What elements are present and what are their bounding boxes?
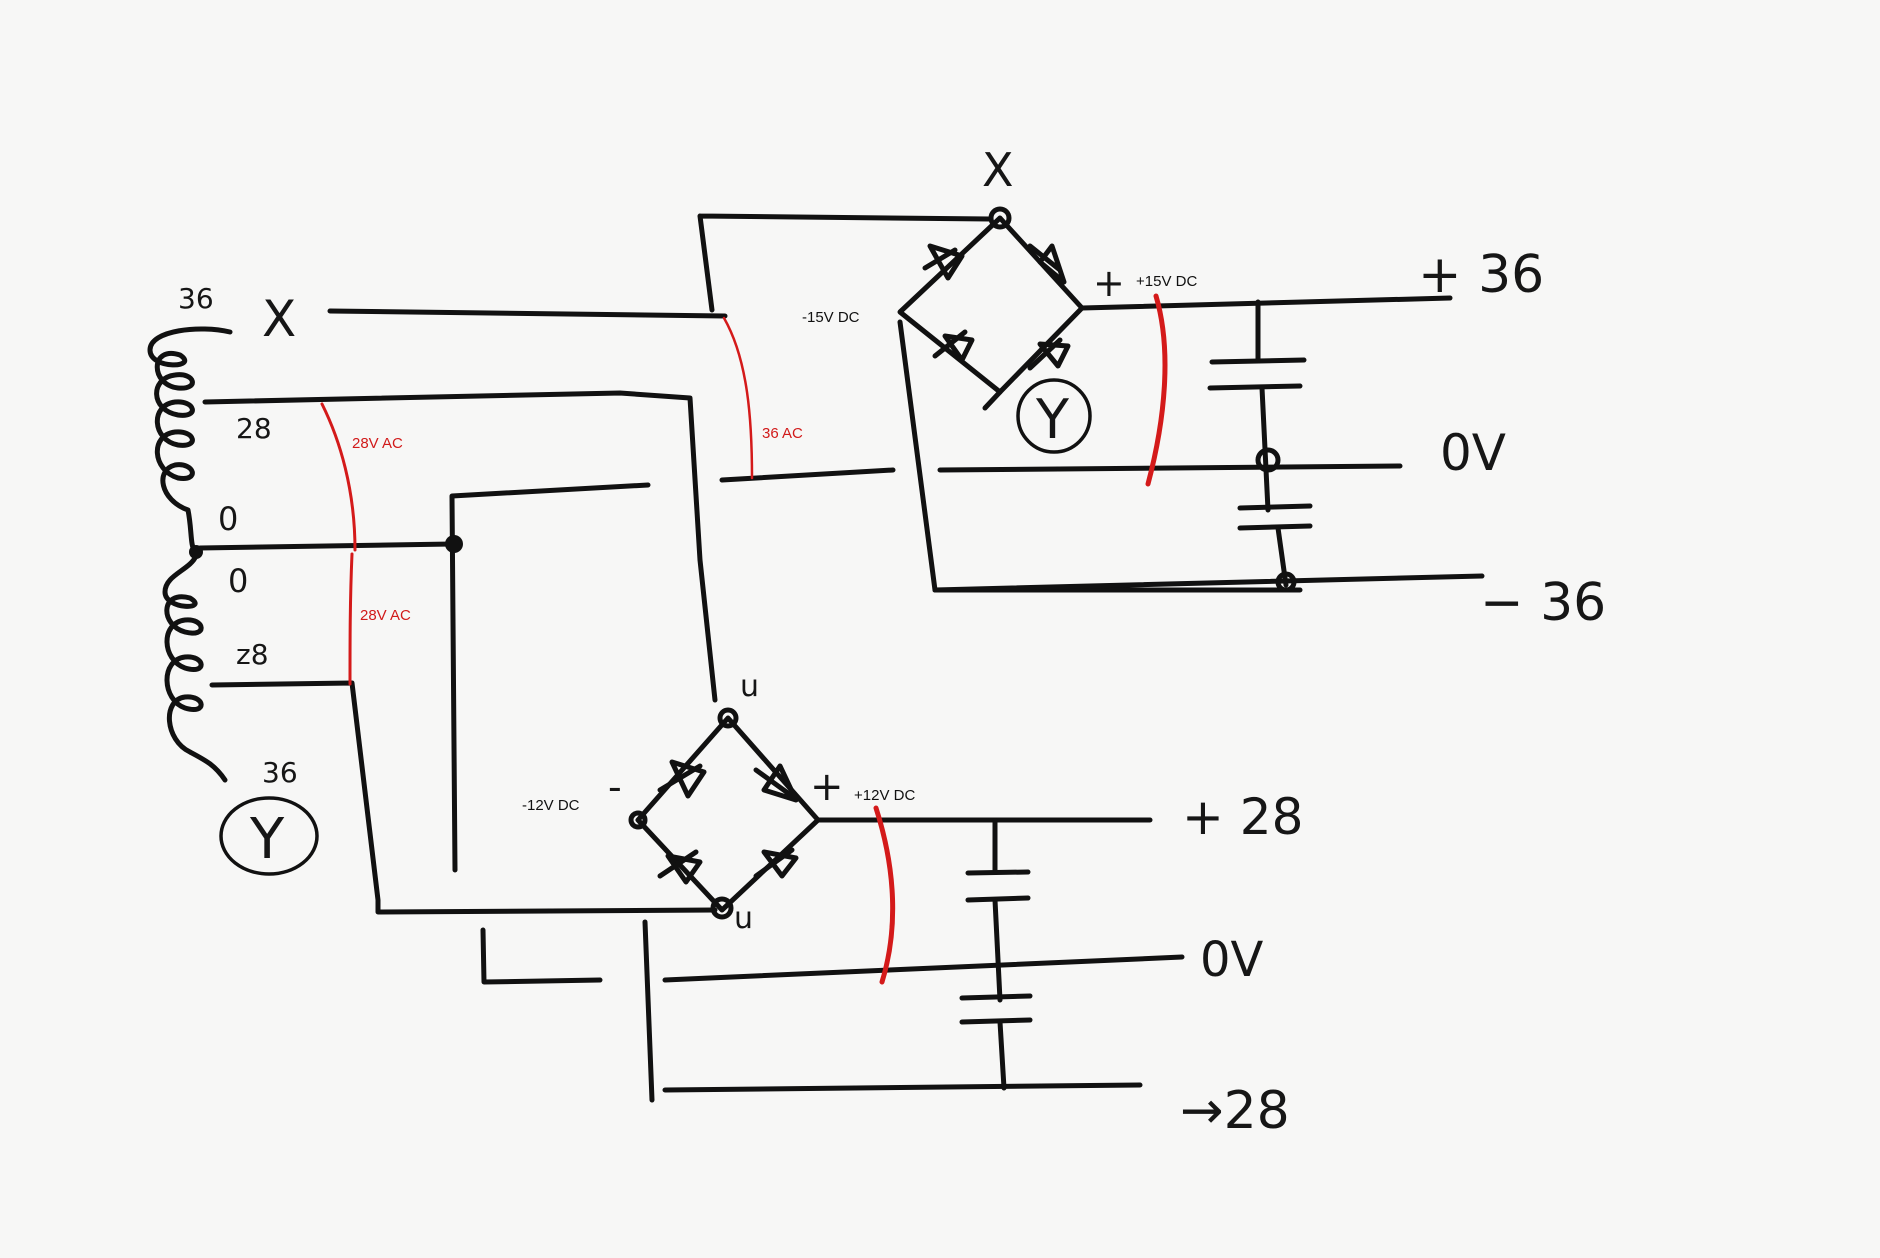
lower-bridge-rectifier: u u - + <box>608 669 1185 1093</box>
wire-lower-left-bracket <box>480 927 603 985</box>
transformer-coil-lower <box>162 553 228 783</box>
lower-diode-1 <box>657 759 707 799</box>
upper-circled-label: Y <box>1035 388 1070 451</box>
wire-36v-tap <box>327 308 728 319</box>
junction-dot-0v <box>445 535 463 553</box>
label-plus-15v-dc: +15V DC <box>1136 273 1197 290</box>
upper-cap-2 <box>1237 503 1313 531</box>
annotation-28v-ac-lower: 28V AC <box>360 607 411 624</box>
tap-label-lower-z8: z8 <box>236 638 269 671</box>
output-labels: + 36 0V − 36 + 28 0V →28 <box>1180 245 1606 1141</box>
lower-bridge-plus-mark: + <box>810 764 844 810</box>
upper-bridge-zero-lead <box>982 389 1003 411</box>
upper-cap-1 <box>1207 357 1307 391</box>
lower-bridge-top-marker: u <box>740 669 759 704</box>
upper-zero-node <box>1255 447 1281 473</box>
red-bracket-36-ac <box>722 316 754 480</box>
lower-diode-3 <box>657 849 703 885</box>
output-plus-36: + 36 <box>1418 245 1544 305</box>
transformer-circled-label-ring <box>219 796 319 876</box>
annotation-28v-ac-upper: 28V AC <box>352 435 403 452</box>
label-minus-15v-dc: -15V DC <box>802 309 860 326</box>
lower-diode-4 <box>753 847 799 879</box>
lower-cap-lead-mid <box>992 897 1003 1003</box>
wire-lower-negative-rail <box>642 919 655 1103</box>
lower-bridge-bottom-marker: u <box>734 901 753 936</box>
red-bracket-28v-upper <box>320 402 357 552</box>
upper-circled-label-ring <box>1016 378 1092 454</box>
lower-bridge-left-node <box>628 810 648 830</box>
upper-diode-1 <box>922 243 965 281</box>
label-plus-12v-dc: +12V DC <box>854 787 915 804</box>
upper-zero-rail <box>937 463 1403 473</box>
lower-bridge-diamond <box>635 715 821 913</box>
upper-negative-node <box>1275 571 1297 593</box>
lower-bridge-minus-mark: - <box>608 765 622 809</box>
wire-28v-lower <box>209 680 718 915</box>
upper-negative-rail <box>932 573 1485 593</box>
output-minus-28: →28 <box>1180 1081 1290 1141</box>
red-bracket-15v-dc <box>1145 293 1168 487</box>
upper-diode-3 <box>932 329 975 363</box>
transformer-x-marker: X <box>262 290 296 348</box>
lower-negative-rail <box>662 1082 1143 1093</box>
tap-label-upper-36: 36 <box>178 282 214 315</box>
red-bracket-12v-dc <box>873 805 896 985</box>
output-0v-lower: 0V <box>1200 932 1264 988</box>
tap-label-upper-0: 0 <box>218 500 238 538</box>
upper-bridge-x-marker: X <box>982 143 1014 197</box>
upper-bridge-top-node <box>988 206 1012 230</box>
lower-cap-2 <box>959 993 1033 1025</box>
label-minus-12v-dc: -12V DC <box>522 797 580 814</box>
wire-28v-upper <box>202 390 718 703</box>
output-0v-upper: 0V <box>1440 424 1506 482</box>
lower-bridge-top-node <box>717 707 739 729</box>
tap-label-lower-36: 36 <box>262 756 298 789</box>
lower-zero-rail <box>662 954 1185 983</box>
red-annotations: 28V AC 28V AC 36 AC <box>320 293 1168 985</box>
lower-cap-1 <box>965 869 1031 903</box>
upper-positive-rail <box>1079 295 1453 311</box>
output-plus-28: + 28 <box>1182 788 1303 846</box>
tap-label-upper-28: 28 <box>236 412 272 445</box>
transformer: 36 28 0 0 z8 36 X Y <box>147 282 319 876</box>
upper-bridge-plus-mark: + <box>1093 261 1125 305</box>
red-bracket-28v-lower <box>348 552 354 686</box>
upper-bridge-rectifier: X + Y <box>897 143 1453 593</box>
upper-diode-4 <box>1027 337 1071 371</box>
wire-0v-bus <box>197 482 651 873</box>
wiring <box>197 213 993 1103</box>
annotation-36-ac: 36 AC <box>762 425 803 442</box>
transformer-coil-upper <box>147 326 233 555</box>
upper-filter <box>932 299 1485 593</box>
lower-cap-lead-bottom <box>997 1019 1007 1091</box>
typed-labels: -15V DC +15V DC -12V DC +12V DC <box>522 273 1197 814</box>
lower-bridge-bottom-node <box>710 896 734 920</box>
transformer-circled-label: Y <box>249 807 285 872</box>
wire-upper-ac-feed <box>697 213 993 483</box>
lower-diode-2 <box>753 763 799 803</box>
lower-filter <box>959 817 1033 1091</box>
upper-diode-2 <box>1027 243 1067 285</box>
output-minus-36: − 36 <box>1480 573 1606 633</box>
tap-label-lower-0: 0 <box>228 562 248 600</box>
